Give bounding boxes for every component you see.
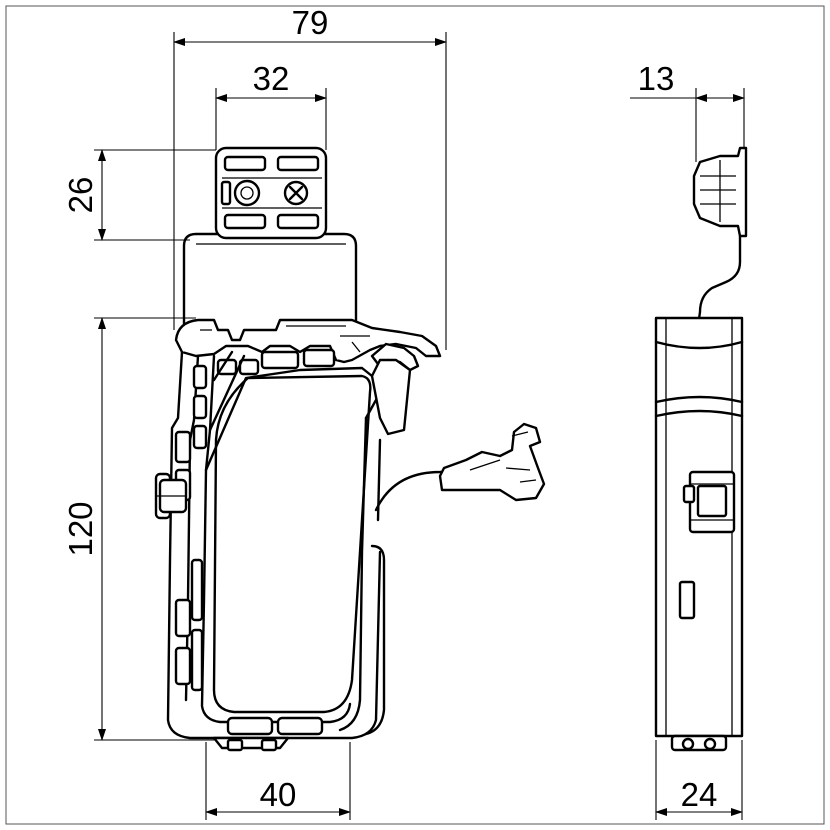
drawing-border	[5, 5, 825, 825]
top-clamp-clip	[214, 146, 328, 240]
inner-cavity	[212, 374, 372, 714]
side-spring-wire	[696, 234, 742, 328]
side-view	[654, 146, 748, 752]
dim-label-24: 24	[681, 776, 718, 813]
dim-label-26: 26	[62, 177, 99, 214]
body-outer-outline	[166, 350, 382, 740]
bottom-foot	[212, 716, 324, 752]
side-window-slot	[678, 580, 696, 620]
spring-cable	[374, 468, 486, 512]
side-foot	[670, 734, 728, 752]
clip-hole	[233, 179, 261, 207]
dimension-lines	[94, 32, 745, 820]
right-profile	[338, 416, 368, 732]
side-latch	[682, 470, 736, 534]
left-frame-cells	[174, 348, 336, 692]
dim-label-79: 79	[292, 4, 329, 41]
right-latch	[370, 358, 412, 436]
frame-struts	[204, 350, 374, 472]
front-view	[154, 146, 546, 752]
dim-label-120: 120	[62, 501, 99, 556]
swivel-clip	[438, 422, 546, 502]
dim-label-13: 13	[638, 60, 675, 97]
dim-label-32: 32	[253, 60, 290, 97]
side-mount-tab	[154, 472, 188, 520]
top-rail-profile	[174, 318, 442, 364]
dim-label-40: 40	[260, 776, 297, 813]
